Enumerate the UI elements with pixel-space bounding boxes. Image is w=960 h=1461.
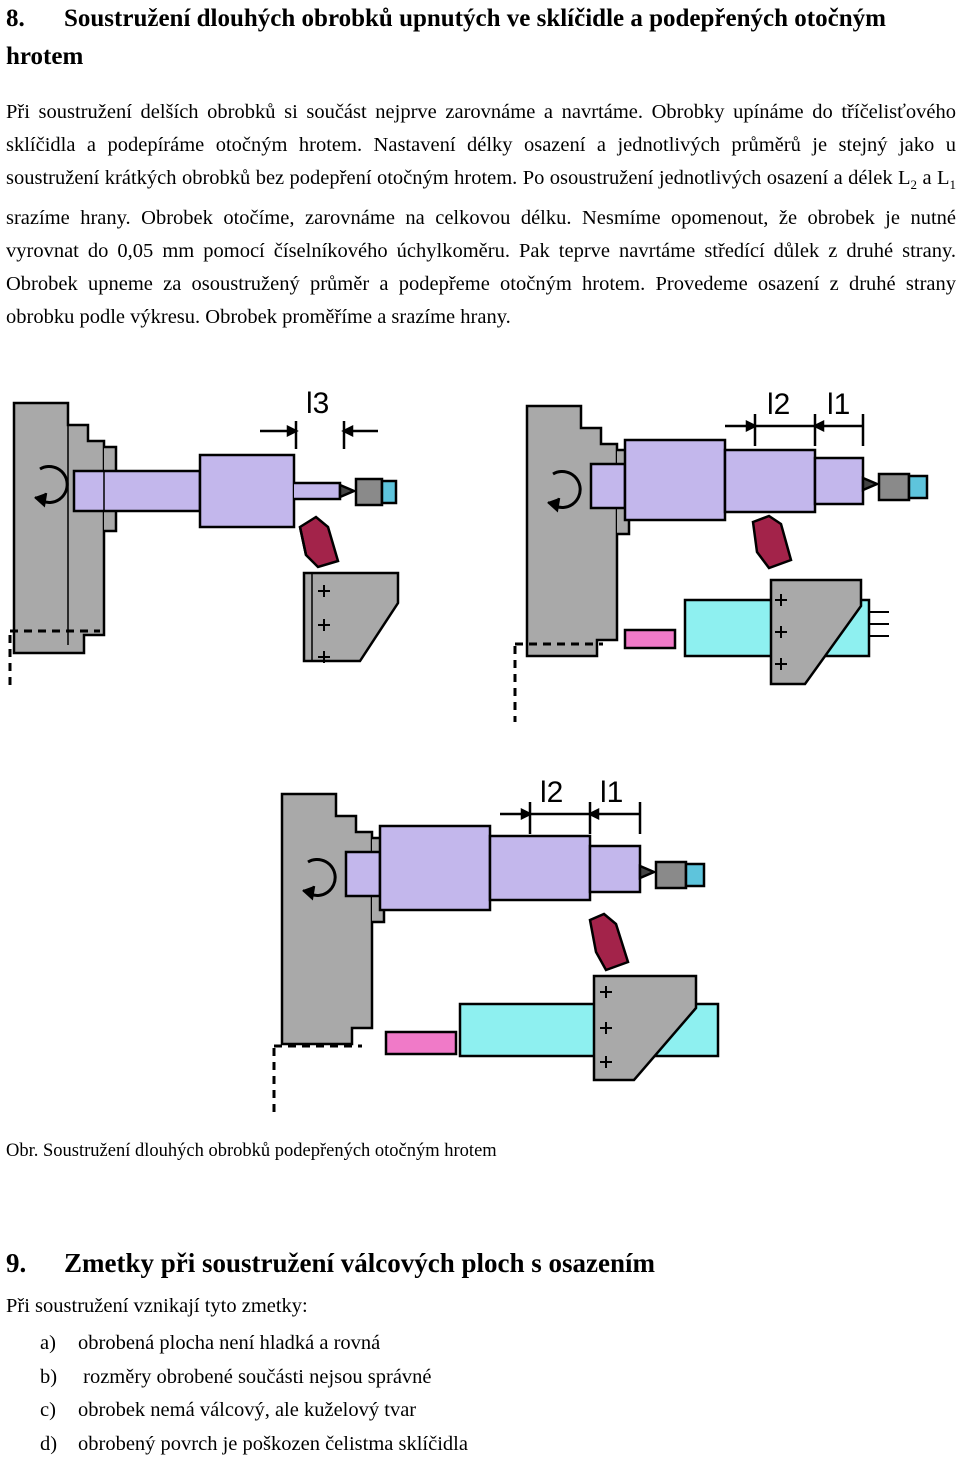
dimension-label-l2: l2	[767, 392, 790, 421]
list-marker: a)	[40, 1327, 78, 1361]
list-item-text: obrobek nemá válcový, ale kuželový tvar	[78, 1399, 416, 1421]
list-item: d)obrobený povrch je poškozen čelistma s…	[40, 1428, 468, 1461]
paragraph-text-3: srazíme hrany. Obrobek otočíme, zarovnám…	[6, 207, 956, 329]
subscript-1: 1	[950, 178, 957, 193]
list-item-text: obrobený povrch je poškozen čelistma skl…	[78, 1433, 468, 1455]
figure-3-turning-diagram: l2 l1	[260, 780, 740, 1120]
list-item: a)obrobená plocha není hladká a rovná	[40, 1327, 468, 1361]
dimension-label-l1: l1	[827, 392, 850, 421]
list-marker: c)	[40, 1394, 78, 1428]
list-marker: b)	[40, 1361, 78, 1395]
list-item: b) rozměry obrobené součásti nejsou sprá…	[40, 1361, 468, 1395]
section-8-heading: 8.Soustružení dlouhých obrobků upnutých …	[6, 0, 956, 76]
section-9-number: 9.	[6, 1243, 64, 1283]
dimension-label-l3: l3	[306, 387, 329, 420]
dimension-label-l1-bottom: l1	[600, 780, 623, 809]
body-paragraph: Při soustružení delších obrobků si součá…	[6, 96, 956, 335]
figure-1-turning-diagram: l3	[0, 385, 420, 685]
list-item: c)obrobek nemá válcový, ale kuželový tva…	[40, 1394, 468, 1428]
paragraph-text-2: a L	[917, 167, 949, 189]
section-9-heading: 9.Zmetky při soustružení válcových ploch…	[6, 1243, 655, 1283]
section-8-title: Soustružení dlouhých obrobků upnutých ve…	[6, 5, 886, 70]
section-9-title: Zmetky při soustružení válcových ploch s…	[64, 1248, 655, 1278]
section-9-intro: Při soustružení vznikají tyto zmetky:	[6, 1295, 308, 1318]
defects-list: a)obrobená plocha není hladká a rovná b)…	[40, 1327, 468, 1461]
list-item-text: rozměry obrobené součásti nejsou správné	[78, 1366, 432, 1388]
paragraph-text-1: Při soustružení delších obrobků si součá…	[6, 101, 956, 189]
section-8-number: 8.	[6, 0, 64, 38]
list-item-text: obrobená plocha není hladká a rovná	[78, 1332, 380, 1354]
dimension-label-l2-bottom: l2	[540, 780, 563, 809]
figure-2-turning-diagram: l2 l1	[505, 392, 955, 722]
list-marker: d)	[40, 1428, 78, 1461]
figure-caption: Obr. Soustružení dlouhých obrobků podepř…	[6, 1141, 497, 1162]
